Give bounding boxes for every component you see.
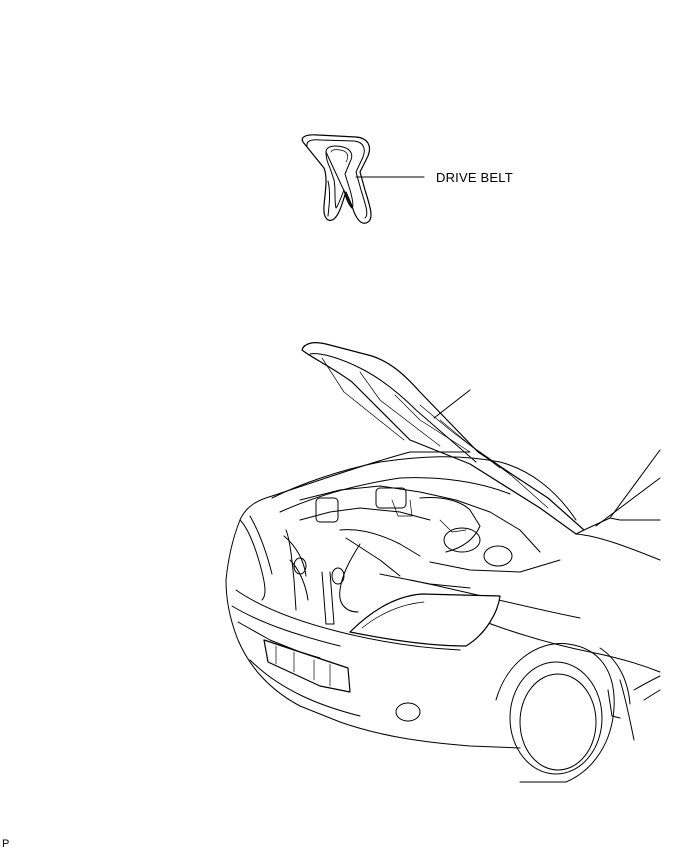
corner-code-label: P bbox=[2, 838, 10, 850]
drive-belt-label: DRIVE BELT bbox=[436, 170, 513, 185]
vehicle-drawing bbox=[225, 342, 661, 783]
drive-belt-drawing bbox=[301, 134, 372, 224]
engine-components bbox=[283, 485, 561, 625]
front-wheel bbox=[495, 643, 635, 783]
